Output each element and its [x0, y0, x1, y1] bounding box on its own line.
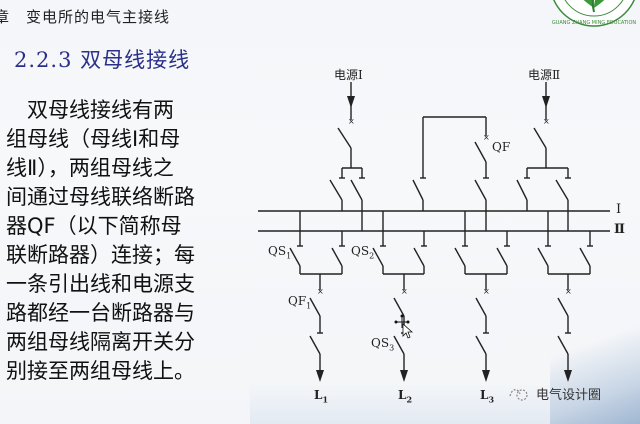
watermark-text: 电气设计圈 — [536, 388, 602, 403]
body-paragraph: 双母线接线有两 组母线（母线Ⅰ和母 线Ⅱ），两组母线之 间通过母线联络断路 器Q… — [6, 96, 234, 386]
school-logo-icon: GUANG ZHANG MING EDUCATION — [552, 0, 637, 27]
body-line: 联断路器）连接；每 — [6, 243, 195, 267]
section-number: 2.2.3 — [14, 48, 73, 72]
body-line: 双母线接线有两 — [6, 98, 174, 122]
body-line: 间通过母线联络断路 — [6, 185, 195, 209]
chapter-title: 变电所的电气主接线 — [26, 8, 171, 26]
body-line: 器QF（以下简称母 — [6, 214, 182, 238]
qf1-label: QF1 — [288, 294, 311, 310]
section-title: 2.2.3 双母线接线 — [14, 44, 190, 74]
feeder-l2-subscript: 2 — [406, 394, 413, 405]
svg-text:×: × — [483, 287, 490, 296]
feeder-l1-label: L1 — [314, 388, 328, 404]
body-line: 路都经一台断路器与 — [6, 301, 195, 325]
qs1-text: QS — [268, 244, 287, 258]
svg-text:×: × — [401, 287, 408, 296]
qs3-subscript: 3 — [389, 343, 395, 353]
chapter-prefix: 章 — [0, 8, 11, 26]
svg-text:GUANG ZHANG MING EDUCATION: GUANG ZHANG MING EDUCATION — [552, 20, 637, 26]
qs1-label: QS1 — [268, 244, 291, 260]
body-line: 两组母线隔离开关分 — [6, 330, 195, 354]
feeder-l3-label: L3 — [480, 388, 494, 404]
qs2-text: QS — [351, 244, 370, 258]
qs3-label: QS3 — [371, 336, 394, 352]
bus-1-label: Ⅰ — [616, 202, 622, 217]
feeder-l2-text: L — [398, 388, 407, 402]
qs1-subscript: 1 — [286, 251, 292, 261]
source-1-label: 电源Ⅰ — [334, 68, 363, 82]
qs3-text: QS — [371, 336, 390, 350]
double-busbar-diagram: × × — [250, 60, 640, 420]
wiring-diagram: × × — [258, 82, 610, 382]
body-line: 别接至两组母线上。 — [6, 359, 195, 383]
svg-text:×: × — [348, 117, 355, 126]
chapter-header: 章变电所的电气主接线 — [0, 6, 170, 27]
feeder-l1-subscript: 1 — [322, 394, 329, 405]
qf1-subscript: 1 — [306, 301, 312, 311]
feeder-l3-text: L — [480, 388, 489, 402]
qs2-label: QS2 — [351, 244, 374, 260]
source-2-label: 电源Ⅱ — [528, 68, 561, 82]
feeder-l3-subscript: 3 — [488, 394, 495, 405]
coupler-breaker-label: QF — [492, 140, 511, 154]
watermark: 电气设计圈 — [508, 384, 601, 403]
qs2-subscript: 2 — [369, 251, 375, 261]
qf1-text: QF — [288, 294, 307, 308]
mouse-cursor-icon — [394, 314, 414, 339]
feeder-l2-label: L2 — [398, 388, 412, 404]
feeder-l1-text: L — [314, 388, 323, 402]
body-line: 线Ⅱ），两组母线之 — [6, 156, 174, 180]
section-name: 双母线接线 — [80, 48, 191, 72]
body-line: 组母线（母线Ⅰ和母 — [6, 127, 181, 151]
svg-text:×: × — [565, 287, 572, 296]
bus-2-label: Ⅱ — [614, 222, 625, 237]
svg-text:×: × — [483, 133, 490, 142]
wechat-channel-icon — [509, 388, 528, 401]
svg-text:×: × — [317, 287, 324, 296]
body-line: 一条引出线和电源支 — [6, 272, 195, 296]
svg-text:×: × — [543, 117, 550, 126]
